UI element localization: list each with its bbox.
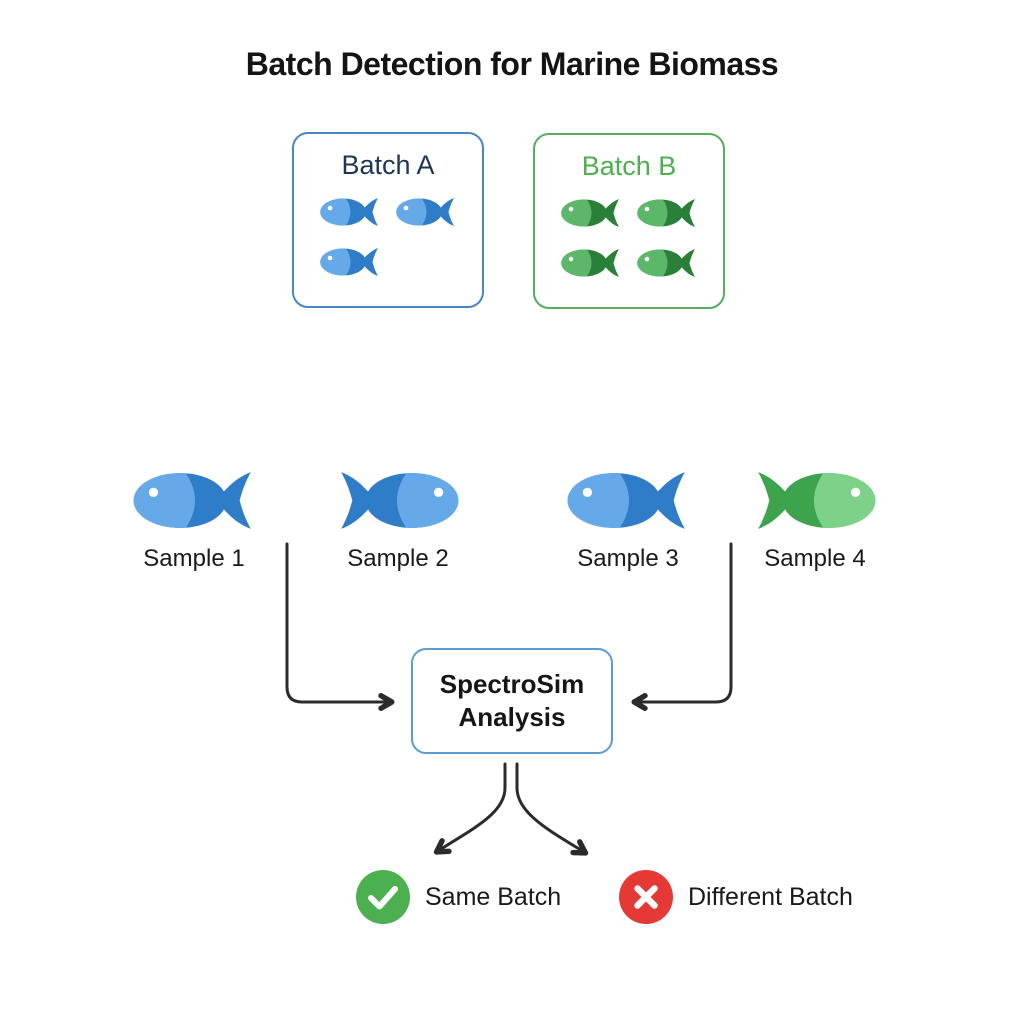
page-title: Batch Detection for Marine Biomass <box>245 46 779 82</box>
fish-icon <box>337 466 459 535</box>
result-same-batch: Same Batch <box>356 870 561 924</box>
arrow-result-same <box>433 762 507 855</box>
sample-4-label: Sample 4 <box>764 545 866 572</box>
fish-icon <box>637 199 695 227</box>
fish-icon <box>133 466 255 535</box>
batch-a-fish-group <box>320 195 456 279</box>
sample-2: Sample 2 <box>313 466 483 573</box>
fish-icon <box>754 466 876 535</box>
check-icon <box>356 870 410 924</box>
sample-1: Sample 1 <box>109 466 279 573</box>
arrow-result-different <box>515 762 589 856</box>
x-icon <box>619 870 673 924</box>
fish-icon <box>567 466 689 535</box>
fish-icon <box>637 249 695 277</box>
result-different-batch: Different Batch <box>619 870 853 924</box>
sample-1-label: Sample 1 <box>143 545 245 572</box>
sample-3: Sample 3 <box>543 466 713 573</box>
batch-a-box: Batch A <box>292 132 484 308</box>
result-same-label: Same Batch <box>425 882 562 911</box>
fish-icon <box>396 198 454 226</box>
fish-icon <box>561 249 619 277</box>
sample-2-label: Sample 2 <box>347 545 449 572</box>
batch-b-fish-group <box>561 196 697 280</box>
fish-icon <box>320 198 378 226</box>
batch-b-box: Batch B <box>533 133 725 309</box>
analysis-box-line2: Analysis <box>458 702 566 732</box>
result-different-label: Different Batch <box>688 882 853 911</box>
sample-4: Sample 4 <box>730 466 900 573</box>
empty-slot <box>396 245 456 279</box>
fish-icon <box>320 248 378 276</box>
sample-3-label: Sample 3 <box>577 545 679 572</box>
analysis-box-line1: SpectroSim <box>439 669 585 699</box>
batch-a-label: Batch A <box>341 150 435 180</box>
analysis-box: SpectroSim Analysis <box>411 648 613 754</box>
fish-icon <box>561 199 619 227</box>
batch-b-label: Batch B <box>581 151 677 181</box>
